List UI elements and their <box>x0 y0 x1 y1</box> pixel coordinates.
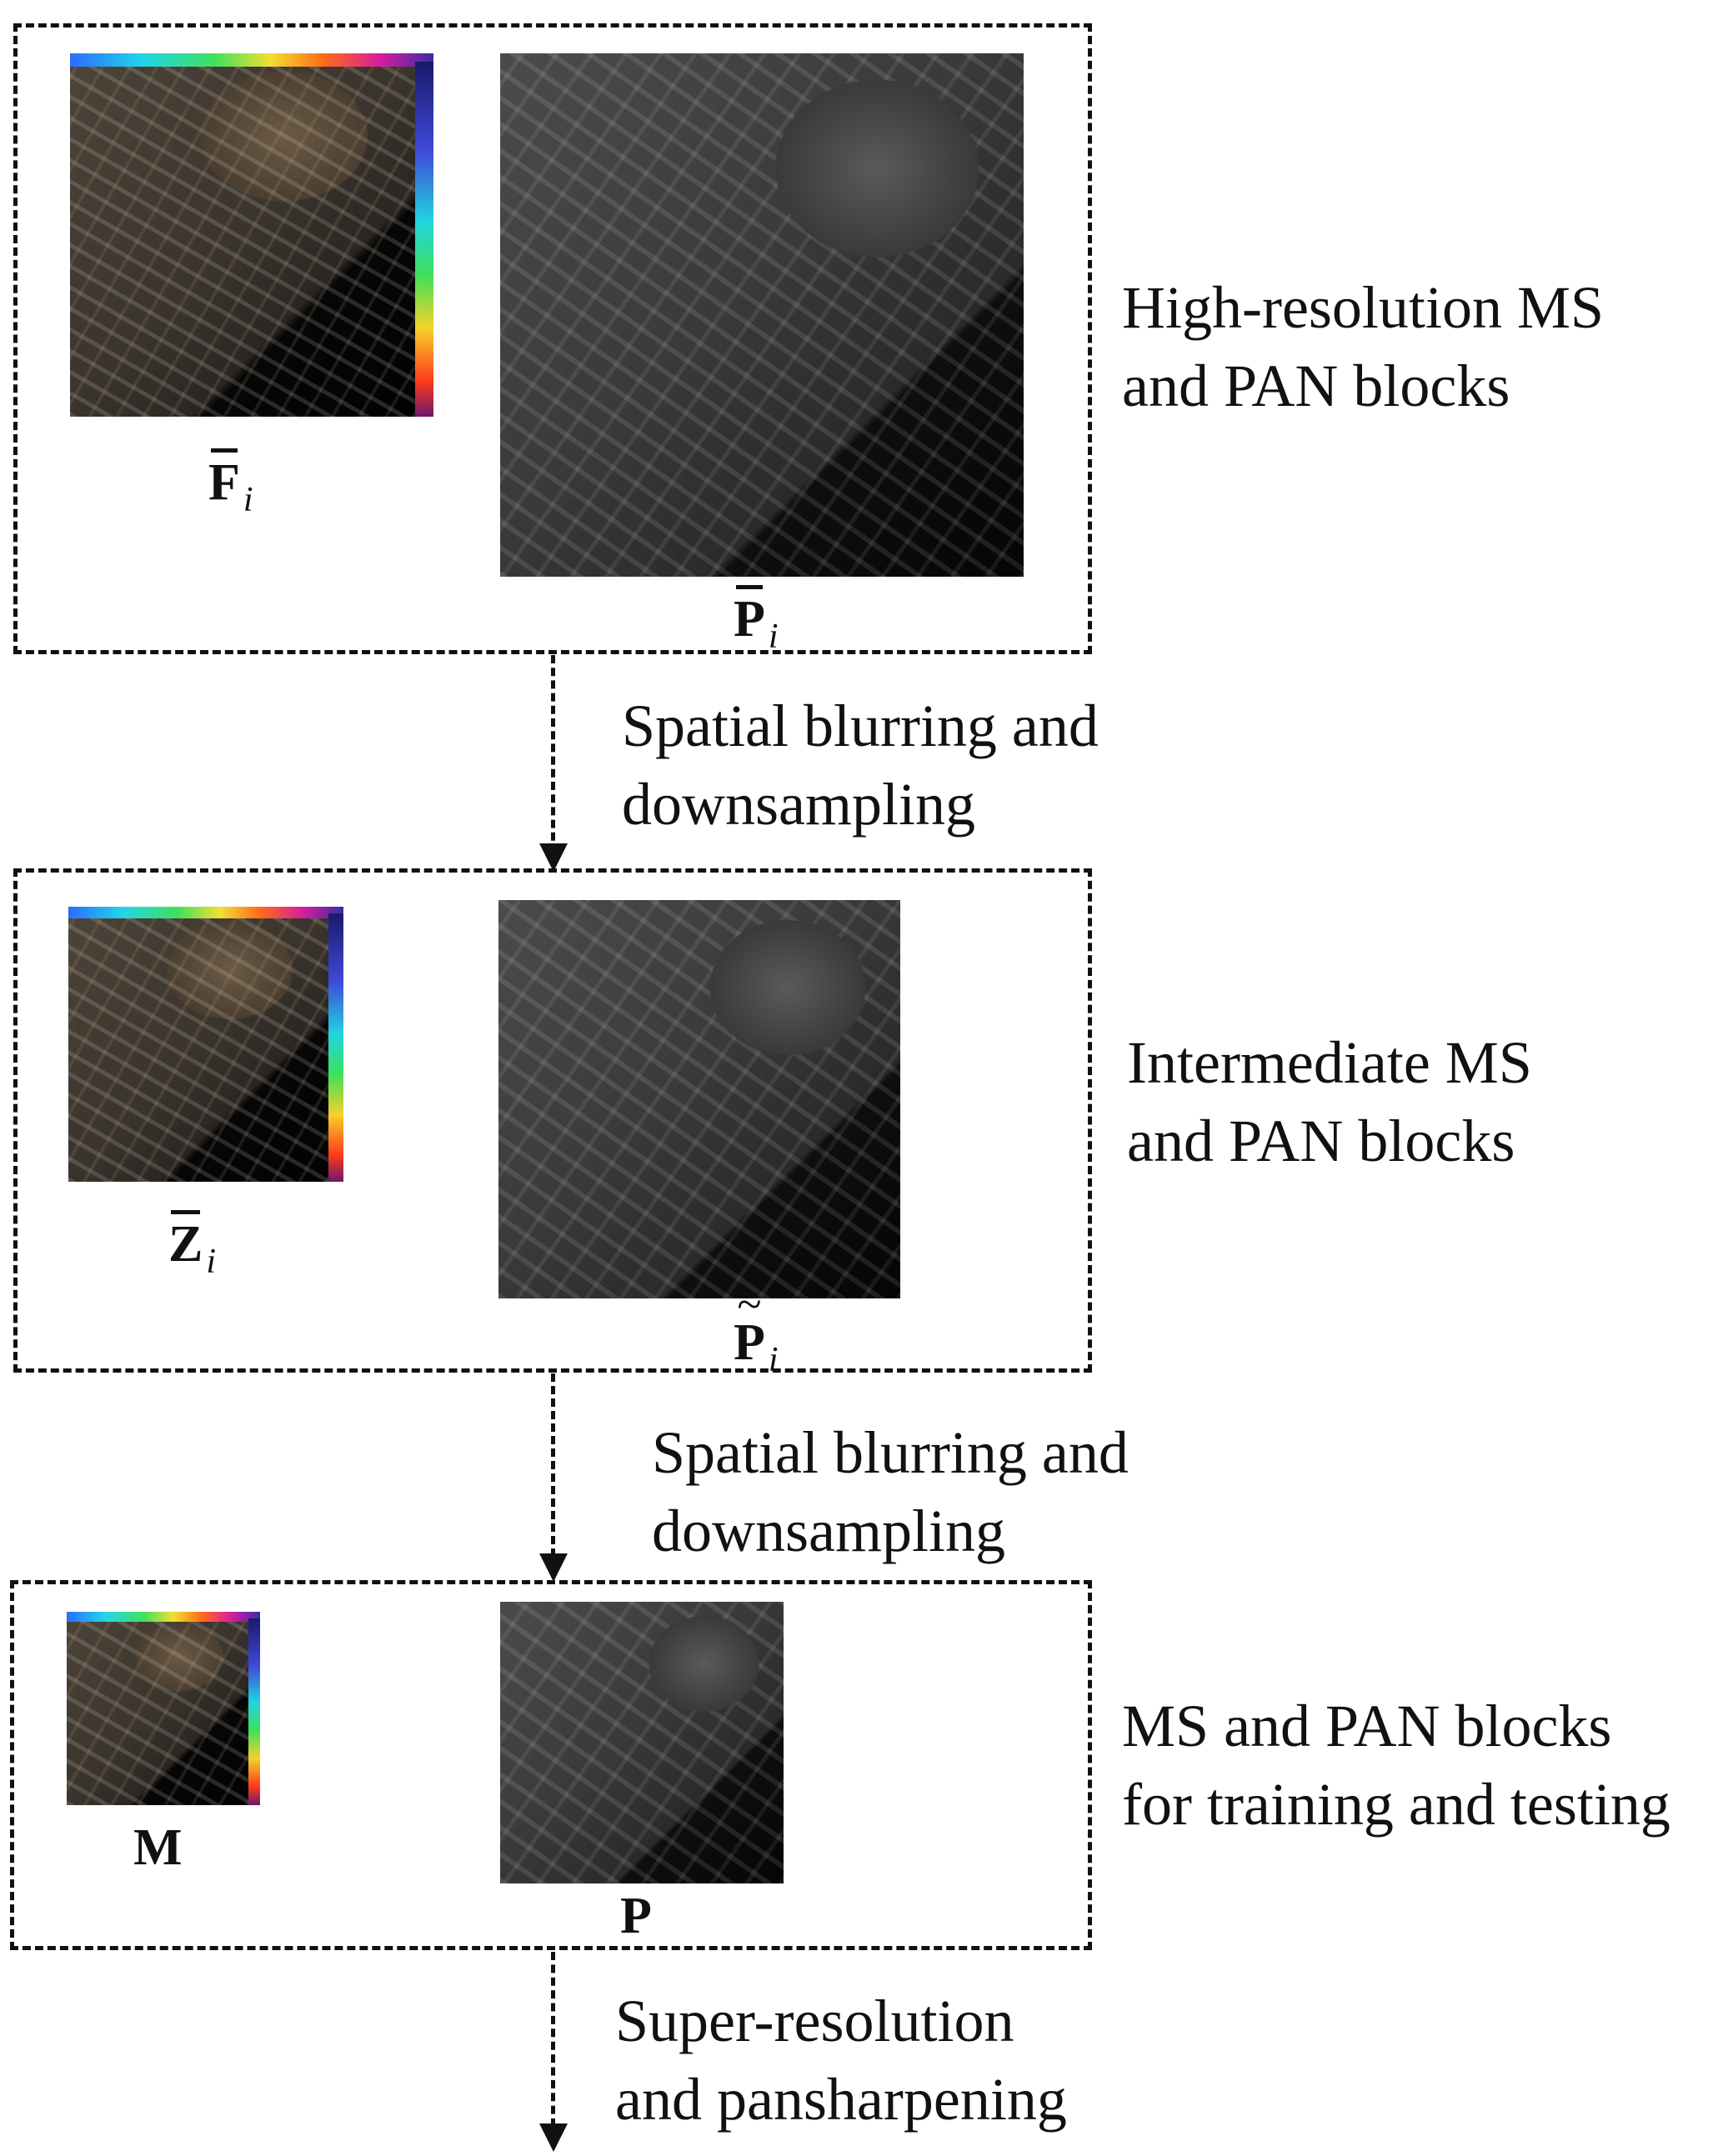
pan-image-training-testing <box>500 1602 784 1883</box>
stage-intermediate-description: Intermediate MS and PAN blocks <box>1127 1029 1532 1174</box>
ms-cube-training-testing <box>67 1612 260 1805</box>
stage-intermediate-box <box>13 868 1092 1373</box>
pan-symbol-training-testing: P <box>620 1888 652 1944</box>
pan-symbol-high-resolution: Pi <box>734 585 779 656</box>
stage-high-resolution-description: High-resolution MS and PAN blocks <box>1122 274 1605 419</box>
transition-1-label: Spatial blurring and downsampling <box>622 693 1099 838</box>
ms-symbol-high-resolution: Fi <box>208 448 253 519</box>
transition-3-label: Super-resolution and pansharpening <box>615 1988 1067 2133</box>
ms-symbol-intermediate: Zi <box>168 1210 217 1281</box>
pan-image-high-resolution <box>500 53 1024 577</box>
arrow-1-line <box>551 655 555 853</box>
stage-training-testing-box <box>10 1580 1092 1950</box>
ms-cube-intermediate <box>68 907 343 1182</box>
arrow-3-line <box>551 1952 555 2127</box>
transition-2-label: Spatial blurring and downsampling <box>652 1419 1129 1564</box>
ms-symbol-training-testing: M <box>133 1819 183 1876</box>
stage-training-testing-description: MS and PAN blocks for training and testi… <box>1122 1693 1670 1838</box>
arrow-2-line <box>551 1373 555 1557</box>
stage-high-resolution-box <box>13 23 1092 654</box>
arrow-1-head <box>539 843 568 872</box>
arrow-3-head <box>539 2123 568 2152</box>
pan-image-intermediate <box>498 900 900 1298</box>
pan-symbol-intermediate: Pi <box>734 1278 779 1386</box>
ms-cube-high-resolution <box>70 53 433 417</box>
arrow-2-head <box>539 1553 568 1582</box>
